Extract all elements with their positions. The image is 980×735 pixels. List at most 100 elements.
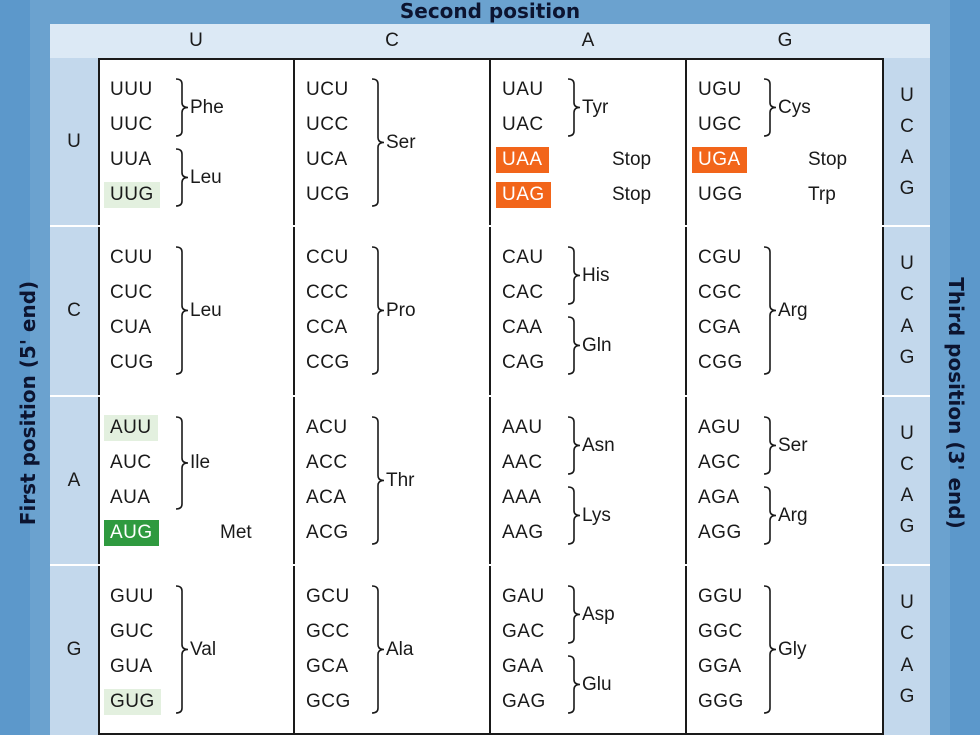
row-separator (50, 395, 930, 397)
codon-cug: CUG (110, 352, 154, 373)
codon-aag: AAG (502, 522, 544, 543)
codon-ugu: UGU (698, 79, 742, 100)
codon-cau: CAU (502, 247, 544, 268)
amino-acid-arg: Arg (778, 299, 808, 321)
codon-uau: UAU (502, 79, 544, 100)
first-position-u: U (50, 58, 98, 226)
bracket-icon (567, 416, 581, 475)
amino-acid-ile: Ile (190, 452, 211, 473)
codon-aca: ACA (306, 487, 347, 508)
amino-acid-pro: Pro (386, 299, 416, 321)
codon-ucg: UCG (306, 184, 350, 205)
codon-cuc: CUC (110, 282, 153, 303)
codon-ggu: GGU (698, 586, 743, 607)
third-position-u: U (900, 422, 914, 444)
bracket-icon (175, 416, 189, 510)
codon-cua: CUA (110, 317, 152, 338)
amino-acid-trp: Trp (808, 184, 836, 205)
third-position-g: G (899, 177, 915, 199)
amino-acid-tyr: Tyr (582, 96, 609, 118)
codon-gag: GAG (502, 691, 546, 712)
second-position-title: Second position (399, 0, 581, 23)
codon-aac: AAC (502, 452, 543, 473)
amino-acid-leu: Leu (190, 299, 222, 321)
codon-auu: AUU (104, 415, 158, 441)
amino-acid-gln: Gln (582, 334, 612, 356)
codon-acg: ACG (306, 522, 349, 543)
bracket-icon (567, 78, 581, 137)
first-position-g: G (50, 565, 98, 735)
codon-agg: AGG (698, 522, 742, 543)
third-position-g: G (899, 347, 915, 369)
third-position-u: U (900, 252, 914, 274)
codon-gga: GGA (698, 656, 742, 677)
bracket-icon (763, 78, 777, 137)
amino-acid-cys: Cys (778, 96, 811, 118)
third-position-c: C (900, 115, 914, 137)
third-position-a: A (900, 485, 914, 507)
bracket-icon (175, 585, 189, 714)
codon-aug: AUG (104, 520, 159, 546)
header-second-g: G (686, 24, 886, 58)
header-second-c: C (294, 24, 492, 58)
left-border-stripe (0, 0, 30, 735)
bracket-icon (567, 246, 581, 305)
third-position-title: Third position (3' end) (944, 277, 968, 529)
right-border-stripe (950, 0, 980, 735)
codon-aaa: AAA (502, 487, 542, 508)
codon-cgg: CGG (698, 352, 743, 373)
amino-acid-val: Val (190, 638, 217, 660)
amino-acid-arg: Arg (778, 504, 808, 526)
codon-cgu: CGU (698, 247, 742, 268)
codon-gca: GCA (306, 656, 349, 677)
bracket-icon (567, 585, 581, 644)
bracket-icon (567, 486, 581, 545)
codon-gau: GAU (502, 586, 545, 607)
codon-gug: GUG (104, 689, 161, 715)
header-second-u: U (98, 24, 296, 58)
codon-cac: CAC (502, 282, 544, 303)
amino-acid-glu: Glu (582, 673, 612, 695)
codon-uca: UCA (306, 149, 348, 170)
third-position-a: A (900, 654, 914, 676)
third-position-u: U (900, 84, 914, 106)
bracket-icon (371, 585, 385, 714)
bracket-icon (371, 78, 385, 207)
codon-ccg: CCG (306, 352, 350, 373)
amino-acid-lys: Lys (582, 504, 611, 526)
first-position-c: C (50, 226, 98, 396)
amino-acid-phe: Phe (190, 96, 224, 118)
codon-auc: AUC (110, 452, 152, 473)
codon-acc: ACC (306, 452, 348, 473)
codon-ggc: GGC (698, 621, 743, 642)
codon-gaa: GAA (502, 656, 544, 677)
amino-acid-stop: Stop (612, 149, 652, 170)
bracket-icon (175, 78, 189, 137)
codon-cag: CAG (502, 352, 545, 373)
codon-aga: AGA (698, 487, 740, 508)
third-position-u: U (900, 591, 914, 613)
codon-cuu: CUU (110, 247, 153, 268)
first-position-title: First position (5' end) (16, 280, 40, 526)
header-corner-right (884, 24, 930, 58)
third-position-g: G (899, 516, 915, 538)
codon-acu: ACU (306, 417, 348, 438)
row-separator (50, 564, 930, 566)
codon-ccu: CCU (306, 247, 349, 268)
codon-ggg: GGG (698, 691, 744, 712)
bracket-icon (763, 246, 777, 375)
amino-acid-met: Met (220, 522, 252, 543)
third-position-c: C (900, 623, 914, 645)
bracket-icon (175, 148, 189, 207)
third-position-a: A (900, 315, 914, 337)
codon-aua: AUA (110, 487, 151, 508)
bracket-icon (763, 585, 777, 714)
bracket-icon (763, 486, 777, 545)
codon-uuc: UUC (110, 114, 153, 135)
third-position-c: C (900, 284, 914, 306)
header-second-a: A (490, 24, 688, 58)
